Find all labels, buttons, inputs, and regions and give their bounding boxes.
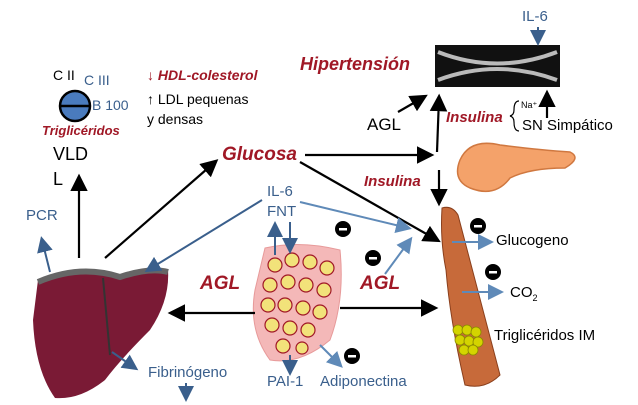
blue-arrows [37,27,546,402]
blood-vessel-icon [435,45,560,87]
label-hdl: ↓ HDL-colesterol [147,67,258,83]
label-ciii: C III [84,72,110,88]
label-trigliceridos-im: Triglicéridos IM [494,327,596,344]
inhibition-icons [335,218,501,364]
label-ldl: ↑ LDL pequenas [147,91,249,107]
lipoprotein-icon [58,89,92,123]
adipose-tissue-icon [252,243,342,362]
minus-icon [365,250,381,266]
label-trigliceridos: Triglicéridos [42,123,120,138]
label-fibrinogeno: Fibrinógeno [148,364,228,381]
label-fnt: FNT [267,203,297,220]
co2-text: CO [510,284,533,301]
label-glucosa: Glucosa [222,144,297,165]
label-cii: C II [53,67,75,83]
co2-subscript: 2 [532,293,538,303]
label-pcr: PCR [26,207,58,224]
label-agl-left: AGL [200,273,241,294]
label-b100: B 100 [92,97,129,113]
label-glucogeno: Glucogeno [496,232,569,249]
label-l: L [53,169,64,189]
label-il6-top: IL-6 [522,8,548,25]
muscle-icon [441,206,501,387]
label-vld: VLD [53,144,89,164]
pancreas-icon [456,142,576,193]
label-agl-top: AGL [367,115,402,134]
label-co2: CO2 [510,285,538,303]
black-arrows [70,89,556,322]
label-pai1: PAI-1 [267,373,304,390]
label-insulina-mid: Insulina [364,173,421,190]
label-adiponectina: Adiponectina [320,373,407,390]
minus-icon [335,221,351,237]
minus-icon [485,264,501,280]
label-agl-right: AGL [360,273,401,294]
label-na: Na⁺ [521,100,538,110]
minus-icon [470,218,486,234]
minus-icon [344,348,360,364]
label-insulina-top: Insulina [446,109,503,126]
label-ldl-2: y densas [147,111,204,127]
label-il6: IL-6 [267,183,293,200]
label-hipertension: Hipertensión [300,54,411,74]
light-blue-arrows [299,201,504,368]
label-sn-simpatico: SN Simpático [522,117,613,134]
